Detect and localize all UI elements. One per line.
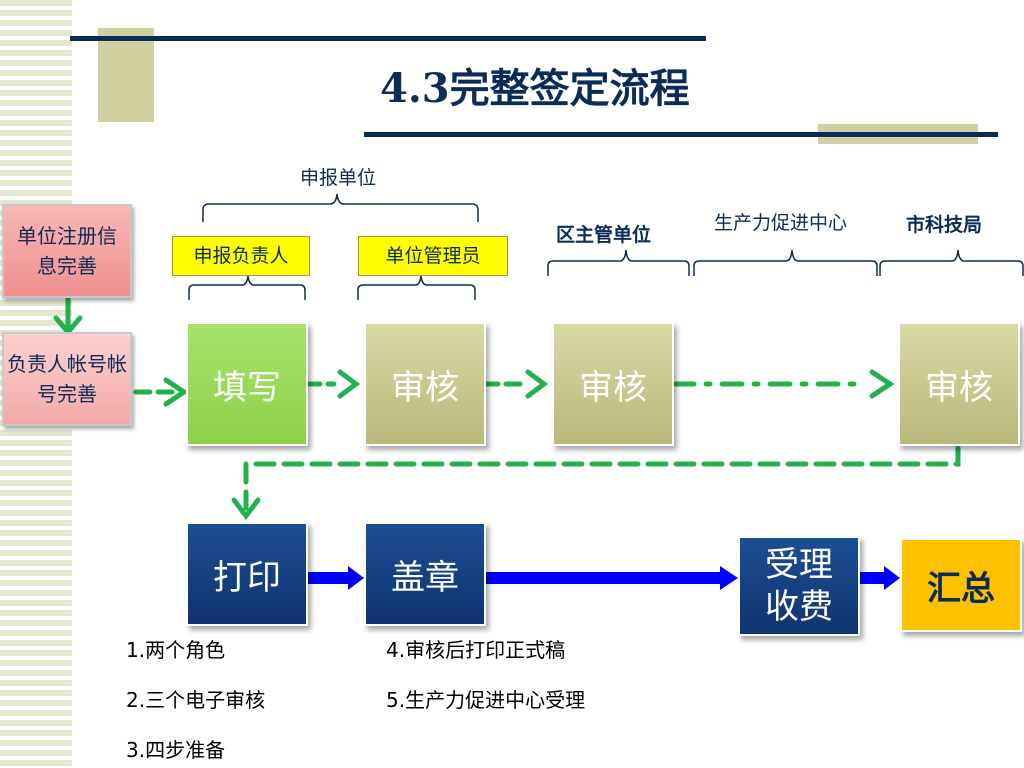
accept-fee-text: 受理收费 xyxy=(765,545,833,627)
city-bureau-bracket xyxy=(879,249,1024,276)
district-authority-label: 区主管单位 xyxy=(556,224,652,246)
account-setup-text: 负责人帐号帐号完善 xyxy=(7,352,127,406)
applicant-lead-bracket xyxy=(188,275,306,300)
note-item-5: 5.生产力促进中心受理 xyxy=(386,688,586,712)
page-title: 4.3完整签定流程 xyxy=(380,65,690,112)
review-step-2: 审核 xyxy=(552,322,674,446)
account-setup-step: 负责人帐号帐号完善 xyxy=(2,332,132,426)
stamp-step: 盖章 xyxy=(364,522,486,626)
applicant-unit-label: 申报单位 xyxy=(300,167,377,189)
applicant-unit-bracket xyxy=(202,193,479,222)
fill-step: 填写 xyxy=(186,322,308,446)
productivity-center-label: 生产力促进中心 xyxy=(714,212,848,234)
top-left-accent-square xyxy=(98,28,154,122)
center-bracket xyxy=(693,249,878,276)
print-step: 打印 xyxy=(186,522,308,626)
district-bracket xyxy=(547,249,690,276)
applicant-lead-role: 申报负责人 xyxy=(172,236,310,276)
summary-step: 汇总 xyxy=(900,538,1022,632)
note-item-1: 1.两个角色 xyxy=(126,638,226,662)
title-rule-line xyxy=(364,132,998,137)
note-item-4: 4.审核后打印正式稿 xyxy=(386,638,566,662)
city-bureau-label: 市科技局 xyxy=(906,214,983,236)
review-step-3: 审核 xyxy=(898,322,1020,446)
unit-registration-text: 单位注册信息完善 xyxy=(17,224,117,278)
unit-registration-step: 单位注册信息完善 xyxy=(2,204,132,298)
top-rule-line xyxy=(70,36,706,41)
unit-admin-bracket xyxy=(357,275,476,300)
note-item-2: 2.三个电子审核 xyxy=(126,688,266,712)
unit-admin-role: 单位管理员 xyxy=(358,236,508,276)
note-item-3: 3.四步准备 xyxy=(126,738,226,762)
accept-fee-step: 受理收费 xyxy=(738,536,860,636)
review-step-1: 审核 xyxy=(364,322,486,446)
